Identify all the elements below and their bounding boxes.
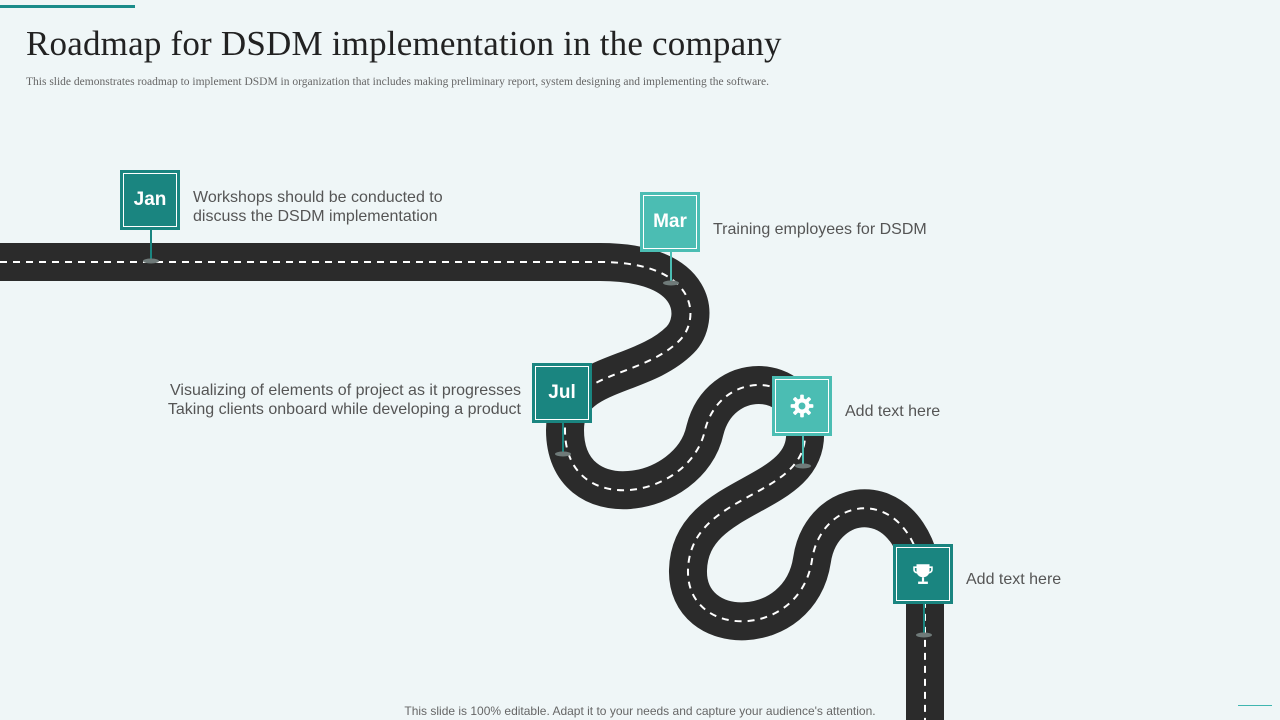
- pin-trophy: [916, 604, 932, 638]
- footer-note: This slide is 100% editable. Adapt it to…: [404, 704, 876, 718]
- milestone-gear-line1: Add text here: [845, 403, 941, 420]
- page-title: Roadmap for DSDM implementation in the c…: [26, 24, 782, 63]
- milestone-mar-tag: Mar: [643, 195, 697, 249]
- pin-gear: [795, 436, 811, 469]
- milestone-trophy-text: Add text here: [966, 570, 1061, 589]
- trophy-icon: [913, 564, 933, 584]
- pin-jan: [143, 230, 159, 264]
- milestone-jan-line1: Workshops should be conducted to: [193, 189, 443, 206]
- milestone-jul-text: Visualizing of elements of project as it…: [120, 381, 521, 419]
- pin-mar: [663, 252, 679, 286]
- milestone-trophy-line1: Add text here: [966, 571, 1062, 588]
- milestone-jan-tag: Jan: [123, 173, 177, 227]
- road-surface: [0, 243, 944, 720]
- pin-jul: [555, 423, 571, 457]
- accent-bar: [0, 5, 135, 8]
- milestone-jan-marker: Jan: [120, 170, 180, 230]
- gear-icon: [790, 394, 814, 418]
- milestone-gear-text: Add text here: [845, 402, 940, 421]
- milestone-jan-text: Workshops should be conducted to discuss…: [193, 188, 443, 226]
- milestone-jul-marker: Jul: [532, 363, 592, 423]
- milestone-gear-marker: [772, 376, 832, 436]
- milestone-trophy-marker: [893, 544, 953, 604]
- milestone-mar-text: Training employees for DSDM: [713, 220, 927, 239]
- milestone-mar-line1: Training employees for DSDM: [713, 221, 927, 238]
- milestone-mar-marker: Mar: [640, 192, 700, 252]
- milestone-jan-line2: discuss the DSDM implementation: [193, 208, 438, 225]
- milestone-jul-line1: Visualizing of elements of project as it…: [170, 382, 521, 399]
- milestone-jul-line2: Taking clients onboard while developing …: [167, 401, 521, 418]
- corner-accent-line: [1238, 705, 1272, 706]
- page-subtitle: This slide demonstrates roadmap to imple…: [26, 76, 769, 88]
- milestone-jul-tag: Jul: [535, 366, 589, 420]
